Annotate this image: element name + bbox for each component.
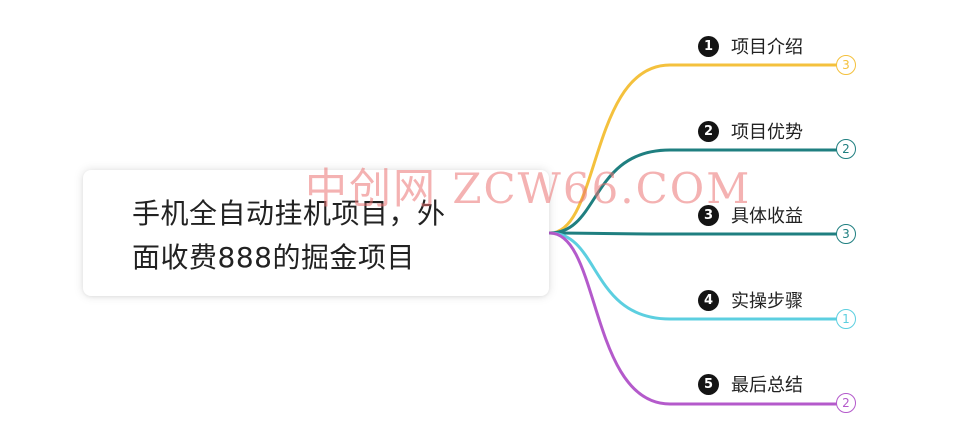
branch-label: 项目介绍 bbox=[731, 37, 803, 58]
connector-4 bbox=[548, 231, 838, 321]
connector-2 bbox=[548, 148, 838, 235]
collapse-count-badge-2[interactable]: 2 bbox=[836, 139, 856, 159]
branch-label: 具体收益 bbox=[731, 206, 803, 227]
branch-label: 最后总结 bbox=[731, 375, 803, 396]
branch-node-2[interactable]: 2 项目优势 bbox=[698, 119, 803, 143]
connector-1 bbox=[548, 63, 838, 235]
branch-label: 实操步骤 bbox=[731, 291, 803, 312]
root-title-line-1: 手机全自动挂机项目，外 bbox=[132, 197, 446, 230]
number-bullet-icon: 3 bbox=[698, 204, 719, 226]
branch-node-3[interactable]: 3 具体收益 bbox=[698, 203, 803, 227]
branch-label: 项目优势 bbox=[731, 122, 803, 143]
root-node[interactable] bbox=[83, 170, 549, 296]
connector-5 bbox=[548, 231, 838, 406]
branch-node-4[interactable]: 4 实操步骤 bbox=[698, 288, 803, 312]
number-bullet-icon: 2 bbox=[698, 120, 719, 142]
collapse-count-badge-1[interactable]: 3 bbox=[836, 55, 856, 75]
root-node-title: 手机全自动挂机项目，外 面收费888的掘金项目 bbox=[132, 192, 492, 280]
root-title-line-2: 面收费888的掘金项目 bbox=[132, 241, 415, 274]
collapse-count-badge-5[interactable]: 2 bbox=[836, 393, 856, 413]
number-bullet-icon: 5 bbox=[698, 373, 719, 395]
branch-node-5[interactable]: 5 最后总结 bbox=[698, 372, 803, 396]
collapse-count-badge-3[interactable]: 3 bbox=[836, 224, 856, 244]
collapse-count-badge-4[interactable]: 1 bbox=[836, 309, 856, 329]
number-bullet-icon: 1 bbox=[698, 35, 719, 57]
number-bullet-icon: 4 bbox=[698, 289, 719, 311]
connector-3 bbox=[548, 231, 838, 236]
branch-node-1[interactable]: 1 项目介绍 bbox=[698, 34, 803, 58]
